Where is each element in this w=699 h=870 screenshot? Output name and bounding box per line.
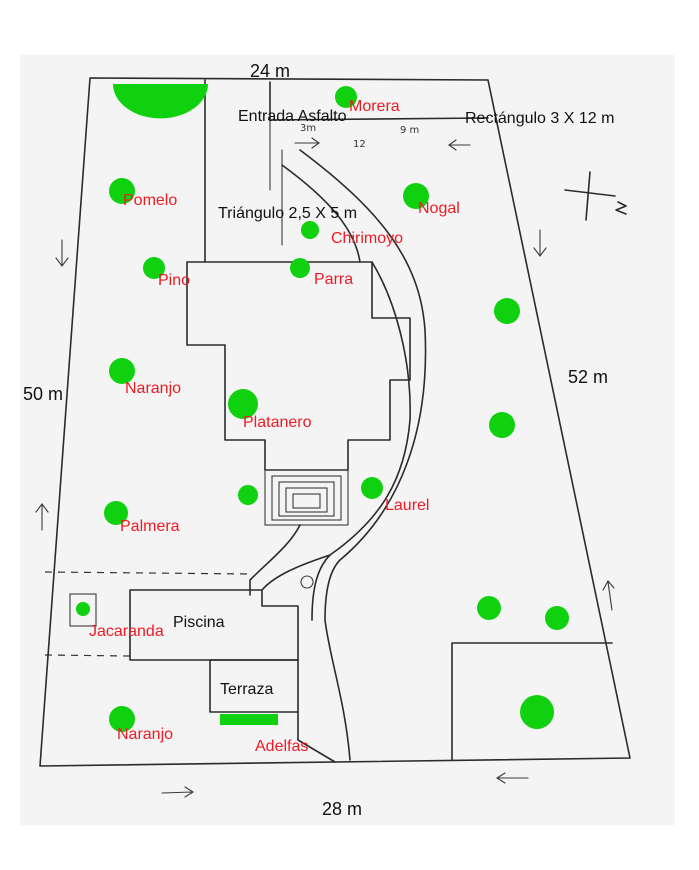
dashed-line-upper — [44, 571, 251, 575]
stairs — [264, 469, 349, 526]
tree-palmera — [104, 501, 128, 525]
label-jacaranda: Jacaranda — [89, 623, 164, 640]
hand-9m: 9 m — [400, 125, 419, 136]
tree-platanero — [228, 389, 258, 419]
path-to-pool — [249, 524, 331, 596]
tree-unnamed-right-4 — [545, 606, 569, 630]
label-platanero: Platanero — [243, 414, 312, 431]
tree-nogal — [403, 183, 429, 209]
north-arrow-icon — [564, 171, 627, 221]
adelfas-hedge — [220, 714, 278, 725]
tree-naranjo-top — [109, 358, 135, 384]
terrace-outline — [209, 659, 299, 713]
dashed-line-lower — [44, 654, 131, 657]
dim-right: 52 m — [568, 367, 608, 387]
label-parra: Parra — [314, 271, 353, 288]
lot-boundary — [39, 77, 631, 767]
label-laurel: Laurel — [385, 497, 429, 514]
bottom-right-bed — [451, 642, 613, 761]
tree-unnamed-right-1 — [494, 298, 520, 324]
tree-unnamed-right-3 — [477, 596, 501, 620]
jacaranda-bed — [69, 593, 97, 627]
note-terrace: Terraza — [220, 681, 273, 698]
dim-top: 24 m — [250, 61, 290, 81]
tree-unnamed-stairs — [238, 485, 258, 505]
label-adelfas: Adelfas — [255, 738, 308, 755]
top-hedge-tree — [113, 84, 208, 119]
note-pool: Piscina — [173, 614, 225, 631]
tree-pino — [143, 257, 165, 279]
dim-left: 50 m — [23, 384, 63, 404]
label-nogal: Nogal — [418, 200, 460, 217]
label-pomelo: Pomelo — [123, 192, 177, 209]
path-marker-circle — [300, 575, 314, 589]
label-morera: Morera — [349, 98, 400, 115]
tree-laurel — [361, 477, 383, 499]
label-naranjo-top: Naranjo — [125, 380, 181, 397]
trees — [76, 86, 569, 732]
hand-3m: 3m — [300, 123, 316, 134]
tree-pomelo — [109, 178, 135, 204]
tree-jacaranda — [76, 602, 90, 616]
note-triangle: Triángulo 2,5 X 5 m — [218, 205, 357, 222]
tree-unnamed-right-2 — [489, 412, 515, 438]
driveway-outer — [299, 149, 427, 761]
driveway-inner — [311, 261, 411, 621]
flow-arrows — [35, 137, 615, 798]
label-naranjo-bottom: Naranjo — [117, 726, 173, 743]
dim-bottom: 28 m — [322, 799, 362, 819]
tree-morera — [335, 86, 357, 108]
pool-outline — [129, 589, 299, 661]
label-chirimoyo: Chirimoyo — [331, 230, 403, 247]
tree-unnamed-bottom-right — [520, 695, 554, 729]
label-palmera: Palmera — [120, 518, 180, 535]
driveway-left-edge — [281, 164, 361, 263]
tree-parra — [290, 258, 310, 278]
note-entrance: Entrada Asfalto — [238, 108, 347, 125]
house-outline — [186, 261, 411, 471]
label-pino: Pino — [158, 272, 190, 289]
note-rectangle: Rectángulo 3 X 12 m — [465, 110, 614, 127]
tree-chirimoyo — [301, 221, 319, 239]
tree-naranjo-bottom — [109, 706, 135, 732]
terrace-wall — [297, 711, 336, 763]
hand-12: 12 — [353, 139, 366, 150]
